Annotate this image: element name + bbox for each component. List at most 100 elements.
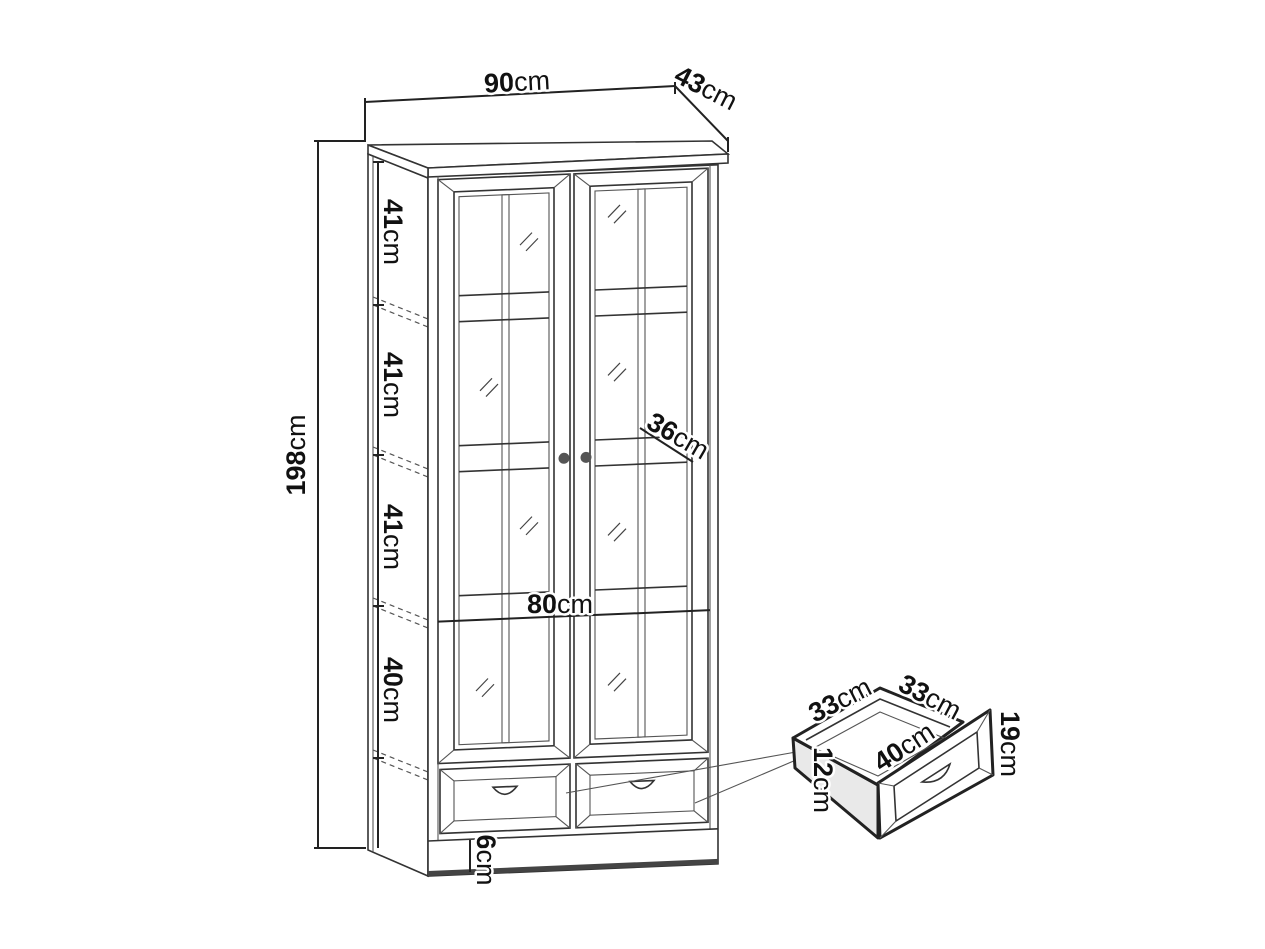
shelf1-value: 41 — [378, 199, 408, 229]
glass-reflection-mark — [519, 232, 539, 252]
glass-reflection-mark — [607, 672, 627, 692]
inner-width-value: 80 — [527, 589, 557, 619]
right-drawer-front — [575, 757, 709, 829]
shelf-line — [595, 435, 687, 441]
bevel-line — [439, 769, 455, 782]
shelf-line — [595, 585, 687, 591]
shelf3-value: 41 — [378, 504, 408, 534]
side-shelf-line — [372, 597, 429, 621]
plinth-value: 6 — [471, 834, 501, 849]
width-dimension-line — [364, 85, 676, 103]
glass-reflection-mark — [607, 204, 627, 224]
drawer-front-label: 12cm — [808, 747, 838, 813]
shelf-line — [459, 441, 549, 447]
glass-reflection-mark — [607, 362, 627, 382]
shelf-line — [595, 461, 687, 467]
height-unit: cm — [281, 414, 311, 450]
drawer-front-unit: cm — [808, 777, 838, 813]
bevel-line — [978, 767, 994, 776]
left-drawer-handle — [491, 785, 519, 796]
side-shelf-line — [372, 749, 429, 773]
bevel-line — [879, 820, 897, 839]
bevel-line — [693, 757, 709, 772]
drawer-detail-handle — [919, 762, 952, 783]
glass-reflection-mark — [479, 377, 499, 397]
bevel-line — [976, 709, 991, 733]
bevel-line — [553, 745, 571, 759]
right-door-frame — [573, 167, 709, 759]
drawer-detail — [791, 686, 995, 840]
right-door — [573, 167, 709, 759]
right-door-knob — [580, 451, 592, 463]
bevel-line — [437, 179, 455, 193]
glass-reflection-mark — [519, 516, 539, 536]
plinth-unit: cm — [471, 850, 501, 886]
bevel-line — [555, 763, 571, 778]
right-door-mullion — [637, 188, 646, 738]
shelf2-value: 41 — [378, 352, 408, 382]
bevel-line — [573, 173, 591, 187]
shelf3-label: 41cm — [378, 504, 408, 570]
left-door — [437, 173, 571, 765]
right-drawer-handle — [628, 779, 656, 790]
left-door-knob — [558, 452, 570, 464]
side-shelf-line — [372, 605, 429, 629]
plinth-label: 6cm — [471, 834, 501, 885]
shelf-line — [595, 285, 687, 291]
bevel-line — [693, 810, 709, 823]
inner-depth-dimension-line — [639, 427, 694, 463]
inner-width-unit: cm — [557, 589, 593, 619]
left-drawer — [439, 763, 571, 835]
drawer-height-value: 19 — [995, 711, 1025, 741]
cabinet-front — [427, 164, 719, 877]
drawer-height-unit: cm — [995, 741, 1025, 777]
depth-dimension-line — [674, 85, 729, 142]
dimension-lines — [314, 82, 797, 872]
glass-shelves — [438, 285, 710, 623]
shelf3-unit: cm — [378, 534, 408, 570]
left-door-panel — [453, 186, 555, 751]
left-drawer-panel — [453, 776, 557, 822]
depth-label: 43cm — [670, 60, 742, 117]
bevel-line — [691, 739, 709, 753]
bevel-line — [437, 749, 455, 764]
width-label: 90cm — [483, 65, 551, 98]
shelf-line — [459, 467, 549, 473]
bevel-line — [439, 820, 455, 834]
bevel-line — [691, 167, 709, 183]
width-value: 90 — [483, 67, 515, 99]
leader-line — [565, 751, 797, 794]
side-shelf-line — [372, 454, 429, 478]
leader-line — [694, 759, 797, 804]
shelf-line — [459, 591, 549, 597]
inner-width-line — [438, 609, 710, 623]
bevel-line — [555, 816, 571, 829]
right-drawer — [575, 757, 709, 829]
shelf4-value: 40 — [378, 657, 408, 687]
cabinet — [367, 140, 731, 878]
side-shelf-line — [372, 757, 429, 781]
height-label: 198cm — [281, 414, 311, 495]
shelf-line — [459, 291, 549, 297]
height-value: 198 — [281, 450, 311, 495]
shelf2-unit: cm — [378, 382, 408, 418]
glass-reflection-mark — [607, 522, 627, 542]
shelf4-unit: cm — [378, 687, 408, 723]
drawer-rim — [791, 686, 965, 787]
inner-width-label: 80cm — [527, 589, 593, 619]
drawer-height-label: 19cm — [995, 711, 1025, 777]
side-shelf-line — [372, 304, 429, 328]
bevel-line — [575, 814, 591, 829]
left-door-mullion — [501, 194, 510, 744]
drawer-inner-rim — [805, 698, 951, 741]
left-door-frame — [437, 173, 571, 765]
bevel-line — [877, 782, 895, 787]
glass-marks — [475, 204, 627, 698]
drawer-front-value: 12 — [808, 747, 838, 777]
bevel-line — [575, 763, 591, 776]
drawer-floor — [812, 711, 946, 777]
glass-reflection-mark — [475, 678, 495, 698]
bevel-line — [553, 173, 571, 189]
width-unit: cm — [513, 65, 551, 97]
